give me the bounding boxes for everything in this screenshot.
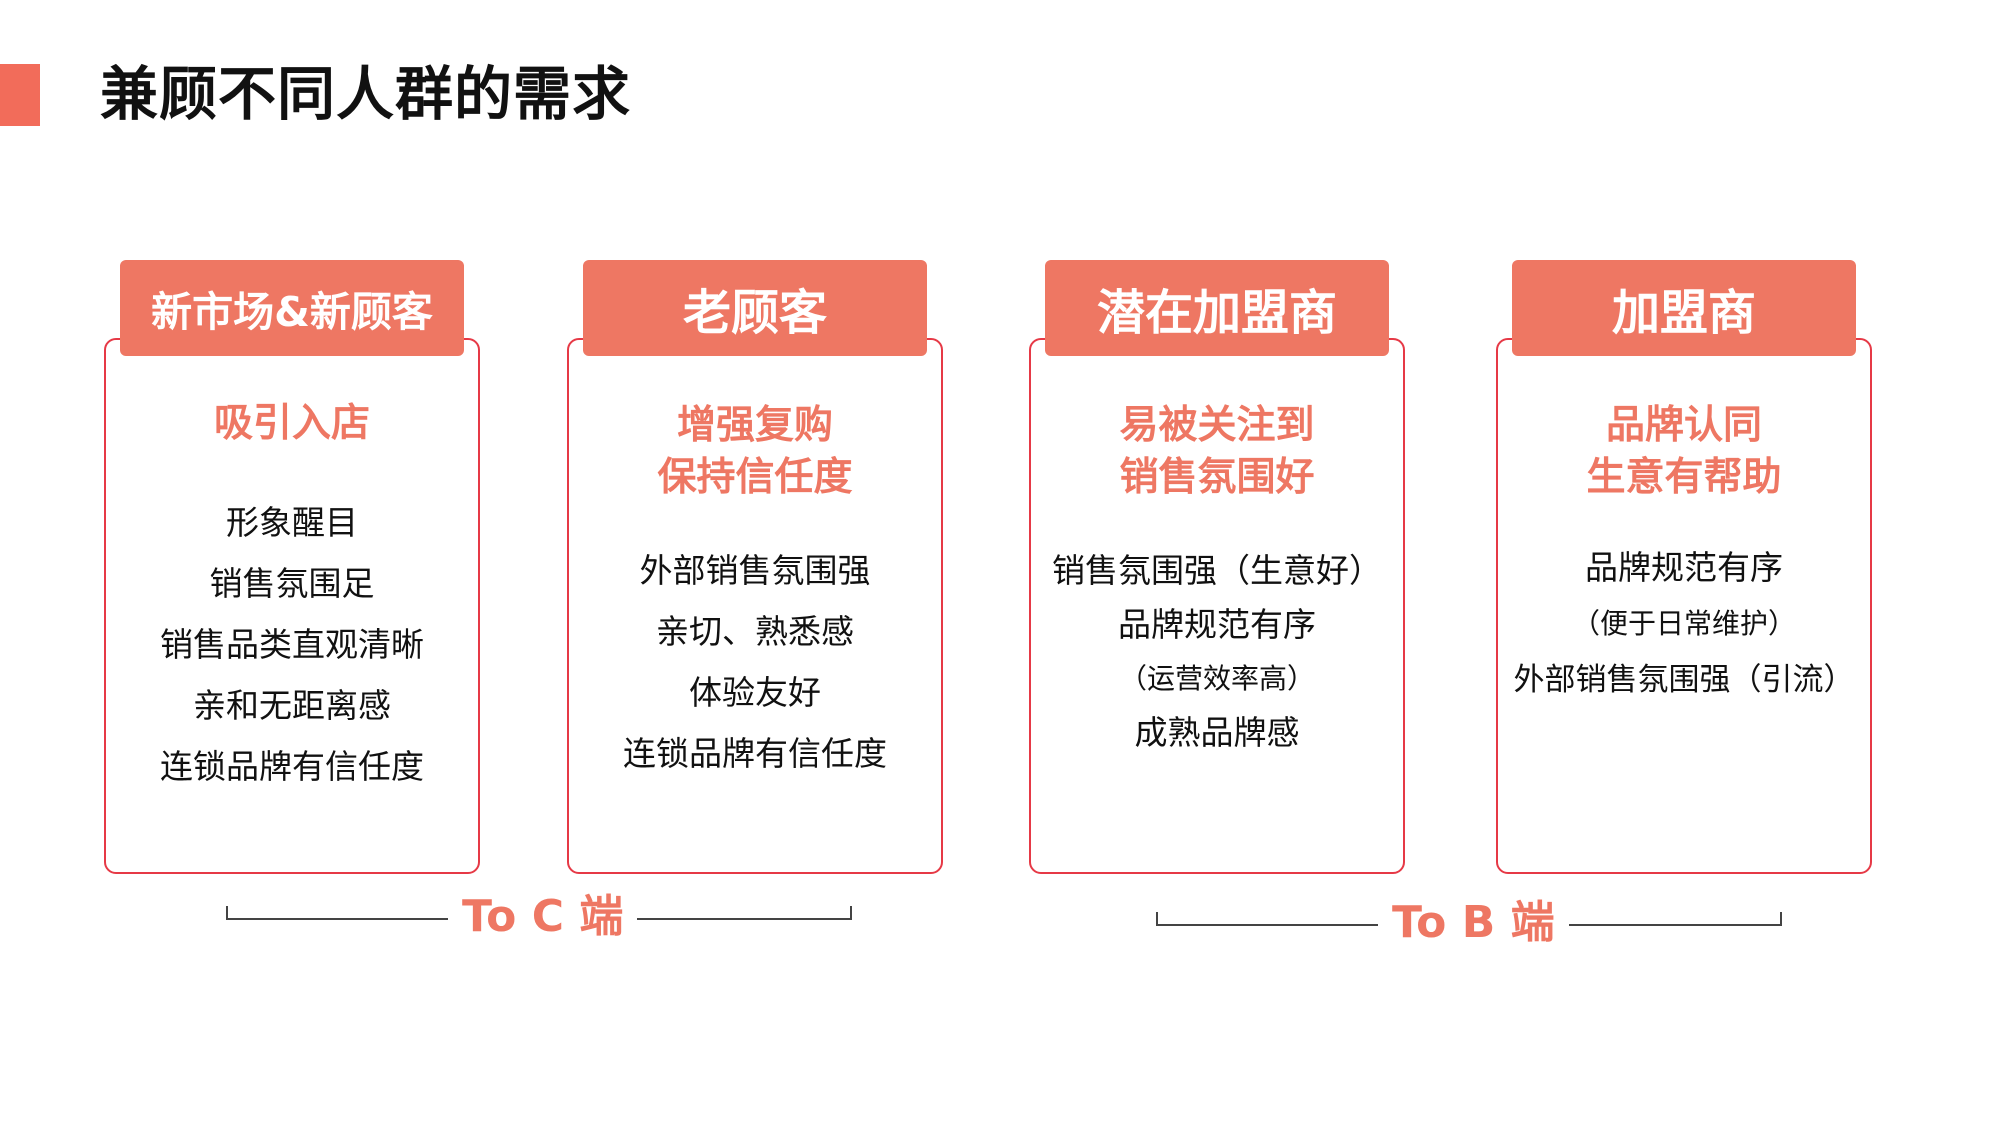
card-heading: 吸引入店 <box>106 398 478 450</box>
card-heading: 增强复购 保持信任度 <box>569 400 941 504</box>
card-tab-returning-customers: 老顾客 <box>583 260 927 356</box>
list-item: 销售品类直观清晰 <box>160 625 424 664</box>
card-item-list: 销售氛围强（生意好） 品牌规范有序 （运营效率高） 成熟品牌感 <box>1031 544 1403 760</box>
list-item: 亲切、熟悉感 <box>656 612 854 651</box>
card-returning-customers: 增强复购 保持信任度 外部销售氛围强 亲切、熟悉感 体验友好 连锁品牌有信任度 <box>567 338 943 874</box>
list-item: 品牌规范有序 <box>1118 605 1316 644</box>
card-item-list: 品牌规范有序 （便于日常维护） 外部销售氛围强（引流） <box>1498 540 1870 708</box>
list-item: 连锁品牌有信任度 <box>623 734 887 773</box>
card-tab-potential-franchisees: 潜在加盟商 <box>1045 260 1389 356</box>
list-item: 外部销售氛围强（引流） <box>1513 662 1855 698</box>
card-item-list: 外部销售氛围强 亲切、熟悉感 体验友好 连锁品牌有信任度 <box>569 540 941 784</box>
list-item: 品牌规范有序 <box>1585 548 1783 587</box>
list-item: 亲和无距离感 <box>193 686 391 725</box>
list-item: 体验友好 <box>689 673 821 712</box>
card-heading: 品牌认同 生意有帮助 <box>1498 400 1870 504</box>
card-heading-line: 生意有帮助 <box>1586 455 1782 500</box>
card-franchisees: 品牌认同 生意有帮助 品牌规范有序 （便于日常维护） 外部销售氛围强（引流） <box>1496 338 1872 874</box>
title-accent-bar <box>0 64 40 126</box>
list-item: 销售氛围强（生意好） <box>1052 551 1382 590</box>
card-heading-line: 保持信任度 <box>657 455 853 500</box>
card-heading-line: 品牌认同 <box>1605 403 1762 448</box>
to-c-label: To C 端 <box>448 889 638 945</box>
card-tab-franchisees: 加盟商 <box>1512 260 1856 356</box>
card-potential-franchisees: 易被关注到 销售氛围好 销售氛围强（生意好） 品牌规范有序 （运营效率高） 成熟… <box>1029 338 1405 874</box>
page-title: 兼顾不同人群的需求 <box>100 60 632 128</box>
card-new-customers: 吸引入店 形象醒目 销售氛围足 销售品类直观清晰 亲和无距离感 连锁品牌有信任度 <box>104 338 480 874</box>
card-heading-line: 销售氛围好 <box>1119 455 1315 500</box>
card-heading-line: 吸引入店 <box>213 401 370 446</box>
card-item-list: 形象醒目 销售氛围足 销售品类直观清晰 亲和无距离感 连锁品牌有信任度 <box>106 492 478 797</box>
list-item: 形象醒目 <box>226 503 358 542</box>
list-item: 外部销售氛围强 <box>639 551 871 590</box>
card-heading-line: 增强复购 <box>676 403 833 448</box>
list-item: （便于日常维护） <box>1571 607 1796 640</box>
list-item: （运营效率高） <box>1118 662 1315 695</box>
card-heading: 易被关注到 销售氛围好 <box>1031 400 1403 504</box>
to-b-label: To B 端 <box>1378 895 1569 951</box>
card-heading-line: 易被关注到 <box>1119 403 1315 448</box>
list-item: 成熟品牌感 <box>1134 713 1300 752</box>
list-item: 销售氛围足 <box>209 564 375 603</box>
card-tab-new-customers: 新市场&新顾客 <box>120 260 464 356</box>
list-item: 连锁品牌有信任度 <box>160 747 424 786</box>
